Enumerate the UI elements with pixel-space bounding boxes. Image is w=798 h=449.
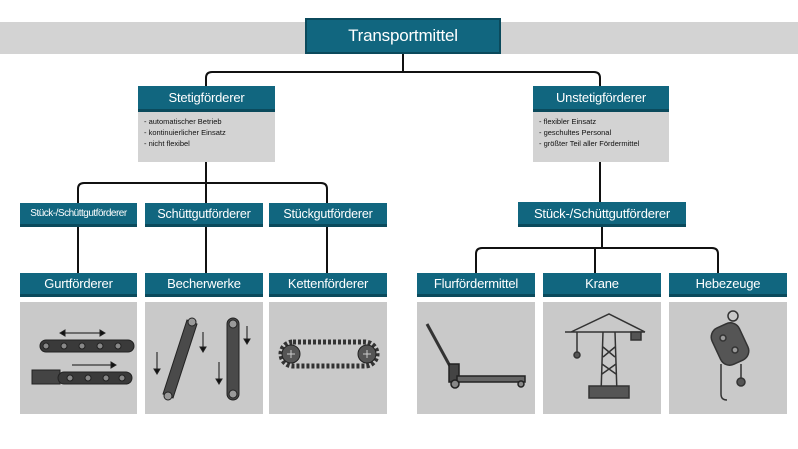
category-node: Schüttgutförderer (145, 203, 263, 227)
leaf-node: Flurfördermittel (417, 273, 535, 297)
bullet-item: - flexibler Einsatz (539, 117, 597, 126)
bullet-item: - nicht flexibel (144, 139, 190, 148)
stetigfoerderer-description: - automatischer Betrieb - kontinuierlich… (138, 112, 275, 162)
category-node: Stück-/Schüttgutförderer (518, 202, 686, 227)
bullet-item: - automatischer Betrieb (144, 117, 222, 126)
leaf-node: Gurtförderer (20, 273, 137, 297)
chain-hoist-icon (710, 310, 750, 401)
bullet-item: - größter Teil aller Fördermittel (539, 139, 640, 148)
leaf-node: Hebezeuge (669, 273, 787, 297)
bucket-elevator-panel (145, 302, 263, 414)
bullet-item: - kontinuierlicher Einsatz (144, 128, 226, 137)
stetigfoerderer-node: Stetigförderer (138, 86, 275, 112)
bucket-elevator-icon (153, 317, 251, 401)
chain-conveyor-panel (269, 302, 387, 414)
pallet-truck-icon (425, 323, 526, 389)
belt-conveyor-icon (31, 329, 135, 385)
tower-crane-icon (565, 313, 646, 399)
root-node: Transportmittel (305, 18, 501, 54)
leaf-node: Kettenförderer (269, 273, 387, 297)
category-node: Stück-/Schüttgutförderer (20, 203, 137, 227)
leaf-node: Krane (543, 273, 661, 297)
bullet-item: - geschultes Personal (539, 128, 612, 137)
pallet-truck-panel (417, 302, 535, 414)
chain-hoist-panel (669, 302, 787, 414)
leaf-node: Becherwerke (145, 273, 263, 297)
chain-conveyor-icon (278, 339, 380, 369)
belt-conveyor-panel (20, 302, 137, 414)
tower-crane-panel (543, 302, 661, 414)
category-node: Stückgutförderer (269, 203, 387, 227)
unstetigfoerderer-description: - flexibler Einsatz - geschultes Persona… (533, 112, 669, 162)
unstetigfoerderer-node: Unstetigförderer (533, 86, 669, 112)
